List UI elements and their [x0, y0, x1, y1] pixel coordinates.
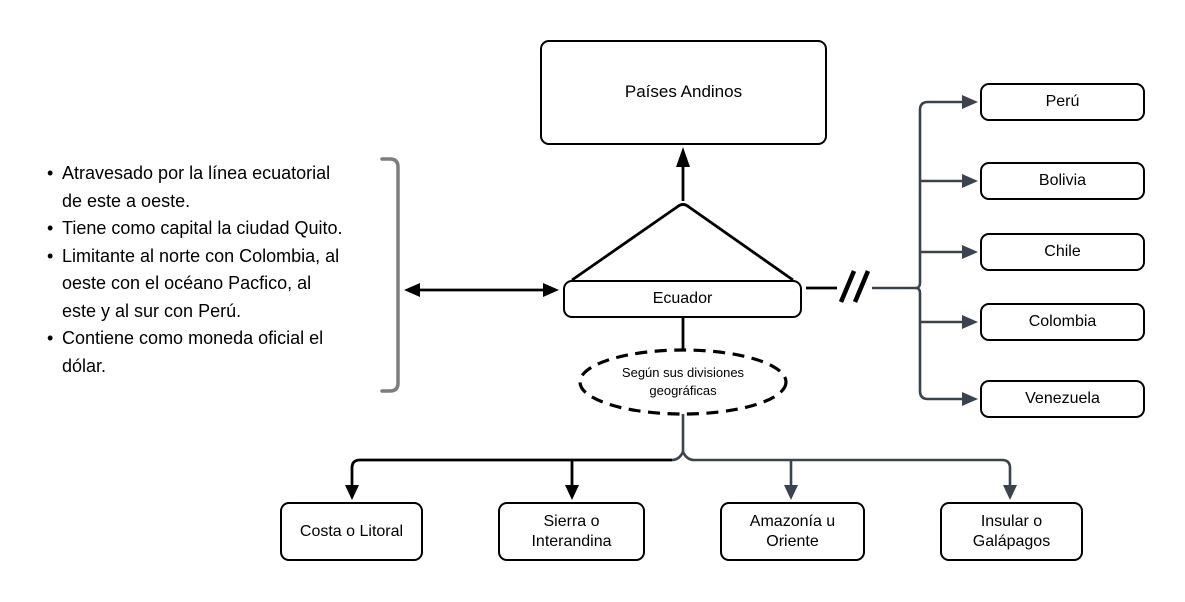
root-node-paises-andinos: Países Andinos [540, 40, 827, 145]
division-label: Sierra o Interandina [531, 512, 612, 550]
country-arrows [920, 95, 978, 406]
note-text: Contiene como moneda oficial el dólar. [62, 328, 324, 376]
note-item: Atravesado por la línea ecuatorial de es… [46, 160, 426, 215]
black-connectors [345, 147, 871, 500]
country-label: Venezuela [1025, 390, 1100, 408]
country-trunk [912, 100, 962, 401]
note-item: Limitante al norte con Colombia, al oest… [46, 243, 426, 326]
country-label: Chile [1044, 243, 1081, 261]
division-label: Insular o Galápagos [972, 512, 1051, 550]
country-label: Colombia [1028, 313, 1097, 331]
root-node-label: Países Andinos [624, 82, 743, 102]
note-text: Tiene como capital la ciudad Quito. [62, 218, 343, 238]
double-arrow [404, 283, 559, 297]
arrow-up-to-root [676, 147, 690, 201]
note-text: Atravesado por la línea ecuatorial de es… [62, 163, 331, 211]
note-text: Limitante al norte con Colombia, al oest… [62, 245, 340, 321]
division-label: Amazonía u Oriente [749, 512, 836, 550]
division-node-costa: Costa o Litoral [280, 502, 423, 561]
break-slashes-icon [838, 270, 871, 303]
divisions-ellipse-label: Según sus divisiones geográficas [621, 365, 745, 398]
dashed-ellipse [578, 348, 788, 416]
country-label: Perú [1045, 93, 1080, 111]
division-node-amazonia: Amazonía u Oriente [720, 502, 865, 561]
country-node-colombia: Colombia [980, 303, 1145, 341]
country-node-peru: Perú [980, 83, 1145, 121]
slate-connectors [671, 95, 1017, 500]
triangle-roof [571, 203, 794, 282]
division-node-sierra: Sierra o Interandina [498, 502, 645, 561]
country-label: Bolivia [1038, 172, 1087, 190]
note-item: Contiene como moneda oficial el dólar. [46, 325, 426, 380]
center-node-label: Ecuador [652, 290, 713, 308]
country-node-bolivia: Bolivia [980, 162, 1145, 200]
division-label: Costa o Litoral [299, 522, 404, 540]
notes-list: Atravesado por la línea ecuatorial de es… [46, 160, 426, 380]
bottom-left-branch [345, 458, 672, 500]
note-item: Tiene como capital la ciudad Quito. [46, 215, 426, 243]
division-node-insular: Insular o Galápagos [940, 502, 1083, 561]
ellipse-to-split [671, 414, 695, 462]
country-node-venezuela: Venezuela [980, 380, 1145, 418]
country-node-chile: Chile [980, 233, 1145, 271]
center-node-ecuador: Ecuador [563, 280, 802, 318]
bottom-right-branch [694, 458, 1017, 500]
